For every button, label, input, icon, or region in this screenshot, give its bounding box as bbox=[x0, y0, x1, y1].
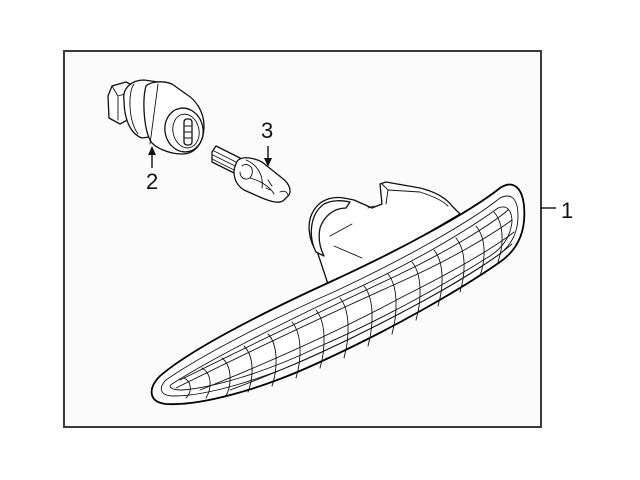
callout-label-2: 2 bbox=[146, 169, 159, 194]
bulb-part bbox=[211, 145, 291, 203]
callout-label-3: 3 bbox=[261, 118, 274, 143]
socket-part bbox=[107, 79, 205, 155]
callout-2-arrowhead bbox=[148, 146, 156, 155]
lamp-assembly-part bbox=[150, 181, 526, 406]
callout-3-arrowhead bbox=[264, 158, 272, 167]
callout-label-1: 1 bbox=[561, 198, 574, 223]
